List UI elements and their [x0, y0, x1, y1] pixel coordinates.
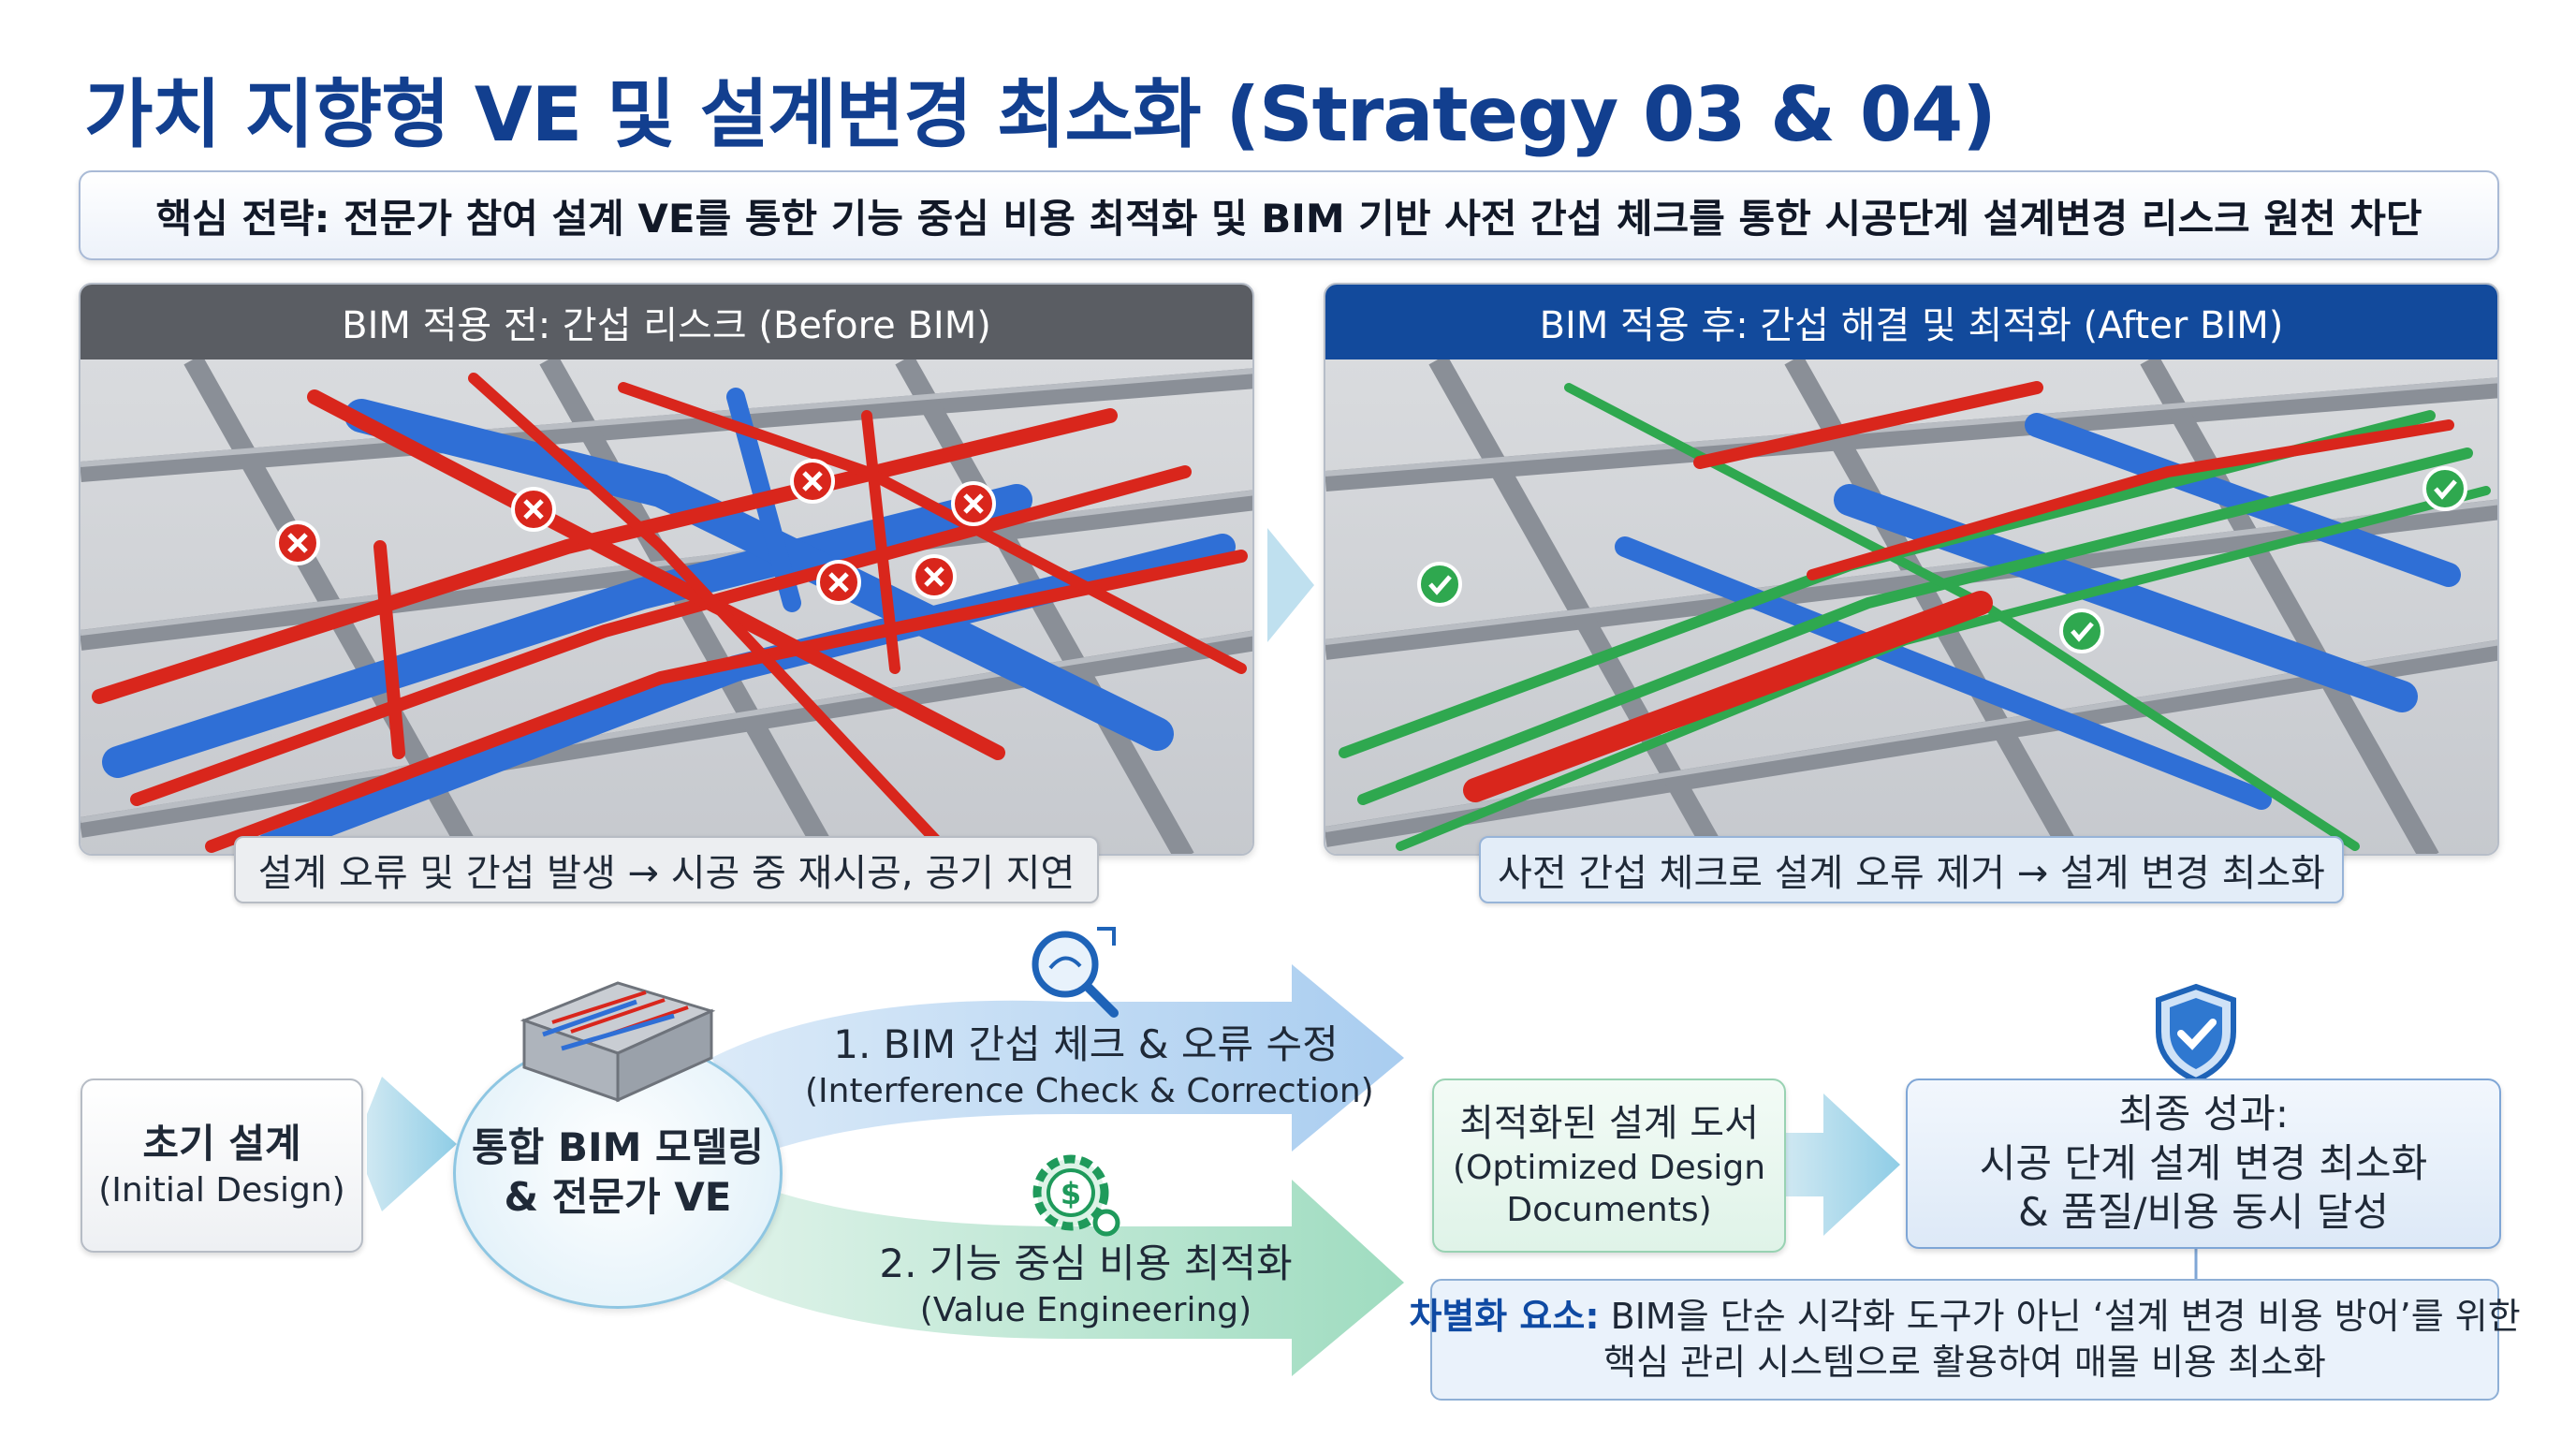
- arrow-to-center: [367, 1077, 457, 1211]
- optimized-line3: Documents): [1506, 1191, 1712, 1229]
- svg-text:$: $: [1061, 1176, 1081, 1211]
- center-label: 통합 BIM 모델링 & 전문가 VE: [453, 1123, 783, 1222]
- clash-marker-icon: [275, 459, 996, 605]
- optimized-line1: 최적화된 설계 도서: [1459, 1102, 1759, 1145]
- arrow-to-final: [1786, 1093, 1900, 1236]
- red-pipes: [1463, 381, 2454, 802]
- center-line1: 통합 BIM 모델링: [472, 1124, 764, 1170]
- initial-design-en: (Initial Design): [98, 1170, 345, 1210]
- optimized-documents-box: 최적화된 설계 도서 (Optimized Design Documents): [1432, 1078, 1786, 1253]
- before-caption: 설계 오류 및 간섭 발생 → 시공 중 재시공, 공기 지연: [234, 836, 1099, 903]
- differentiator-line1: 차별화 요소: BIM을 단순 시각화 도구가 아닌 ‘설계 변경 비용 방어’…: [1409, 1294, 2520, 1340]
- final-line3: & 품질/비용 동시 달성: [2017, 1189, 2390, 1236]
- differentiator-line2: 핵심 관리 시스템으로 활용하여 매몰 비용 최소화: [1603, 1342, 2326, 1383]
- path1-label: 1. BIM 간섭 체크 & 오류 수정 (Interference Check…: [805, 1020, 1374, 1112]
- final-line1: 최종 성과:: [2117, 1091, 2290, 1137]
- after-caption: 사전 간섭 체크로 설계 오류 제거 → 설계 변경 최소화: [1479, 836, 2344, 903]
- core-strategy-banner: 핵심 전략: 전문가 참여 설계 VE를 통한 기능 중심 비용 최적화 및 B…: [79, 170, 2499, 260]
- center-line2: & 전문가 VE: [504, 1173, 732, 1220]
- after-bim-illustration: [1325, 360, 2497, 854]
- path1-en: (Interference Check & Correction): [805, 1071, 1374, 1110]
- flow-arrows: [367, 964, 2198, 1376]
- differentiator-box: 차별화 요소: BIM을 단순 시각화 도구가 아닌 ‘설계 변경 비용 방어’…: [1409, 1279, 2521, 1401]
- path2-label: 2. 기능 중심 비용 최적화 (Value Engineering): [805, 1240, 1367, 1331]
- after-bim-panel: BIM 적용 후: 간섭 해결 및 최적화 (After BIM): [1324, 283, 2499, 856]
- steel-beams: [80, 360, 1252, 854]
- arrow-path1: [711, 964, 1404, 1152]
- resolved-check-icon: [1417, 466, 2467, 653]
- final-line2: 시공 단계 설계 변경 최소화: [1979, 1139, 2428, 1186]
- before-to-after-arrow-icon: [1267, 528, 1314, 642]
- differentiator-line1-text: BIM을 단순 시각화 도구가 아닌 ‘설계 변경 비용 방어’를 위한: [1599, 1295, 2521, 1337]
- before-bim-illustration: [80, 360, 1252, 854]
- final-result-box: 최종 성과: 시공 단계 설계 변경 최소화 & 품질/비용 동시 달성: [1906, 1078, 2501, 1249]
- shield-check-icon: [2156, 983, 2236, 1084]
- initial-design-ko: 초기 설계: [142, 1121, 301, 1167]
- arrow-path2: [711, 1180, 1404, 1376]
- magnifier-check-icon: [1032, 927, 1119, 1018]
- differentiator-label: 차별화 요소:: [1409, 1295, 1600, 1337]
- after-panel-header: BIM 적용 후: 간섭 해결 및 최적화 (After BIM): [1325, 285, 2497, 360]
- page-title: 가치 지향형 VE 및 설계변경 최소화 (Strategy 03 & 04): [84, 71, 1997, 158]
- path1-ko: 1. BIM 간섭 체크 & 오류 수정: [833, 1021, 1339, 1067]
- before-panel-header: BIM 적용 전: 간섭 리스크 (Before BIM): [80, 285, 1252, 360]
- steel-beams: [1325, 360, 2497, 854]
- path2-ko: 2. 기능 중심 비용 최적화: [879, 1240, 1293, 1286]
- building-model-icon: [520, 981, 716, 1103]
- optimized-line2: (Optimized Design: [1452, 1149, 1766, 1187]
- before-bim-panel: BIM 적용 전: 간섭 리스크 (Before BIM): [79, 283, 1254, 856]
- path2-en: (Value Engineering): [919, 1290, 1252, 1329]
- red-clash-pipes: [92, 373, 1248, 853]
- gear-dollar-icon: $: [1032, 1154, 1120, 1237]
- initial-design-box: 초기 설계 (Initial Design): [80, 1078, 363, 1253]
